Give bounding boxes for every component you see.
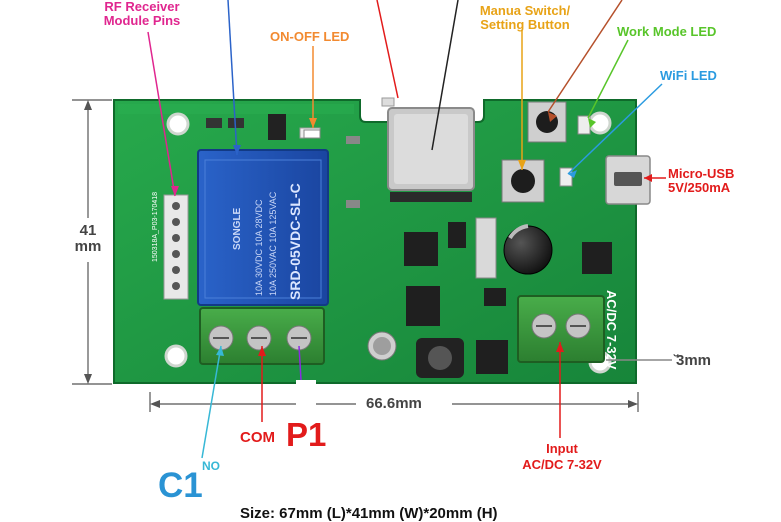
relay-pointer — [227, 0, 238, 156]
wifi-led-label: WiFi LED — [660, 68, 717, 83]
usb-label-line1: Micro-USB — [668, 166, 735, 181]
wifi-led — [559, 167, 573, 187]
relay-label: SRD-05VDC-SL-C — [287, 183, 303, 300]
wifi-module-pointer — [431, 0, 459, 151]
no-label: NO — [202, 459, 220, 473]
wifi-module — [387, 107, 475, 202]
length-label: 66.6mm — [366, 395, 422, 412]
work-pointer — [587, 39, 629, 119]
rf-label-line1: RF Receiver — [104, 0, 180, 14]
com-label: COM — [240, 429, 275, 446]
on-off-led — [303, 129, 321, 139]
wifi-led-pointer — [567, 83, 663, 175]
c1-label: C1 — [158, 466, 203, 505]
manual-switch-label: Manua Switch/ Setting Button — [470, 4, 580, 31]
manual-label-line1: Manua Switch/ — [479, 3, 571, 18]
input-label-line2: AC/DC 7-32V — [522, 456, 602, 472]
p1-label: P1 — [286, 416, 327, 453]
manual-label-line2: Setting Button — [480, 16, 570, 32]
relay-brand: SONGLE — [232, 207, 243, 250]
relay: SRD-05VDC-SL-C 10A 250VAC 10A 125VAC 10A… — [197, 149, 329, 306]
size-caption-partial: Size: 67mm (L)*41mm (W)*20mm (H) — [240, 505, 498, 522]
ic-chips — [404, 217, 612, 374]
callout-arrowheads — [171, 112, 652, 356]
micro-usb-label: Micro-USB 5V/250mA — [668, 167, 734, 194]
nc-pointer — [298, 345, 302, 381]
input-label: Input AC/DC 7-32V — [515, 441, 609, 472]
usb-label-line2: 5V/250mA — [668, 179, 731, 195]
rf-label-line2: Module Pins — [103, 12, 181, 28]
board-ac-dc-print: AC/DC 7-32V — [604, 290, 619, 370]
height-unit: mm — [74, 237, 102, 255]
height-dimension — [72, 99, 112, 385]
length-dimension — [149, 392, 639, 412]
callout-lines — [147, 0, 672, 459]
input-label-line1: Input — [546, 441, 578, 456]
rf-pointer — [147, 31, 176, 197]
manual-pointer — [547, 0, 623, 113]
relay-rating-2: 10A 30VDC 10A 28VDC — [254, 199, 264, 296]
pcb-code-print: 150318A_P03-170418 — [152, 192, 159, 262]
height-value: 41 — [79, 222, 97, 239]
electrolytic-capacitor — [503, 224, 553, 275]
micro-usb-port — [605, 155, 651, 205]
relay-terminal-block — [199, 307, 325, 365]
height-label: 41 mm — [68, 223, 108, 255]
inductor — [416, 338, 464, 378]
top-pointer — [376, 0, 399, 99]
small-capacitor — [367, 331, 397, 361]
hole-size-label: ̆3mm — [676, 352, 712, 369]
input-terminal-block — [517, 295, 605, 363]
manual-button — [527, 101, 567, 143]
rf-receiver-label: RF Receiver Module Pins — [96, 0, 188, 27]
no-pointer — [201, 345, 222, 459]
on-off-led-label: ON-OFF LED — [270, 29, 350, 44]
rf-pin-header — [163, 194, 189, 300]
work-mode-led-label: Work Mode LED — [617, 24, 717, 39]
relay-rating-1: 10A 250VAC 10A 125VAC — [268, 191, 278, 296]
